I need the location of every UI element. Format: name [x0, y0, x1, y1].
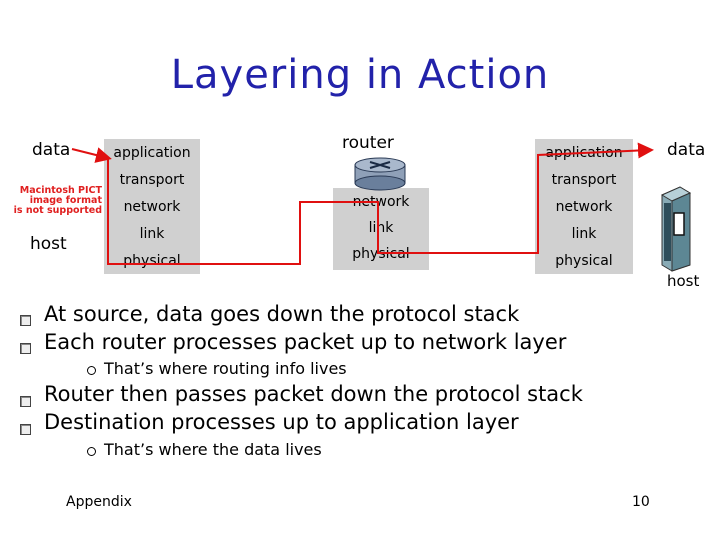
pict-line-1: Macintosh PICT — [19, 185, 102, 196]
sub-bullet-item: That’s where routing info lives — [104, 359, 347, 378]
bullet-square-icon — [20, 424, 31, 435]
source-layer-application: application — [113, 145, 191, 161]
source-layer-transport: transport — [119, 172, 185, 188]
pict-line-2: image format — [29, 195, 102, 206]
page-number: 10 — [632, 494, 650, 510]
page-title: Layering in Action — [170, 52, 550, 98]
data-flow-arrows — [71, 142, 654, 265]
destination-layer-physical: physical — [555, 253, 613, 269]
sub-bullet-circle-icon — [87, 447, 96, 456]
bullet-item: At source, data goes down the protocol s… — [44, 302, 520, 326]
bullet-item: Router then passes packet down the proto… — [44, 382, 583, 406]
destination-layer-link: link — [571, 226, 597, 242]
router-icon — [354, 157, 406, 191]
router-layer-link: link — [368, 220, 394, 236]
host-label-destination: host — [667, 272, 700, 290]
bullet-square-icon — [20, 343, 31, 354]
data-label-source: data — [32, 140, 71, 160]
host-label-source: host — [30, 234, 67, 254]
footer-label: Appendix — [66, 494, 132, 510]
router-layer-network: network — [352, 194, 410, 210]
bullet-square-icon — [20, 315, 31, 326]
destination-layer-network: network — [555, 199, 613, 215]
host-server-icon — [660, 186, 692, 272]
pict-line-3: is not supported — [13, 205, 102, 216]
bullet-item: Each router processes packet up to netwo… — [44, 330, 567, 354]
source-layer-link: link — [139, 226, 165, 242]
bullet-square-icon — [20, 396, 31, 407]
bullet-item: Destination processes up to application … — [44, 410, 519, 434]
source-layer-network: network — [123, 199, 181, 215]
pict-placeholder: Macintosh PICT image format is not suppo… — [10, 186, 102, 216]
data-label-destination: data — [667, 140, 706, 160]
sub-bullet-circle-icon — [87, 366, 96, 375]
destination-layer-transport: transport — [551, 172, 617, 188]
router-label: router — [342, 133, 394, 153]
sub-bullet-item: That’s where the data lives — [104, 440, 322, 459]
